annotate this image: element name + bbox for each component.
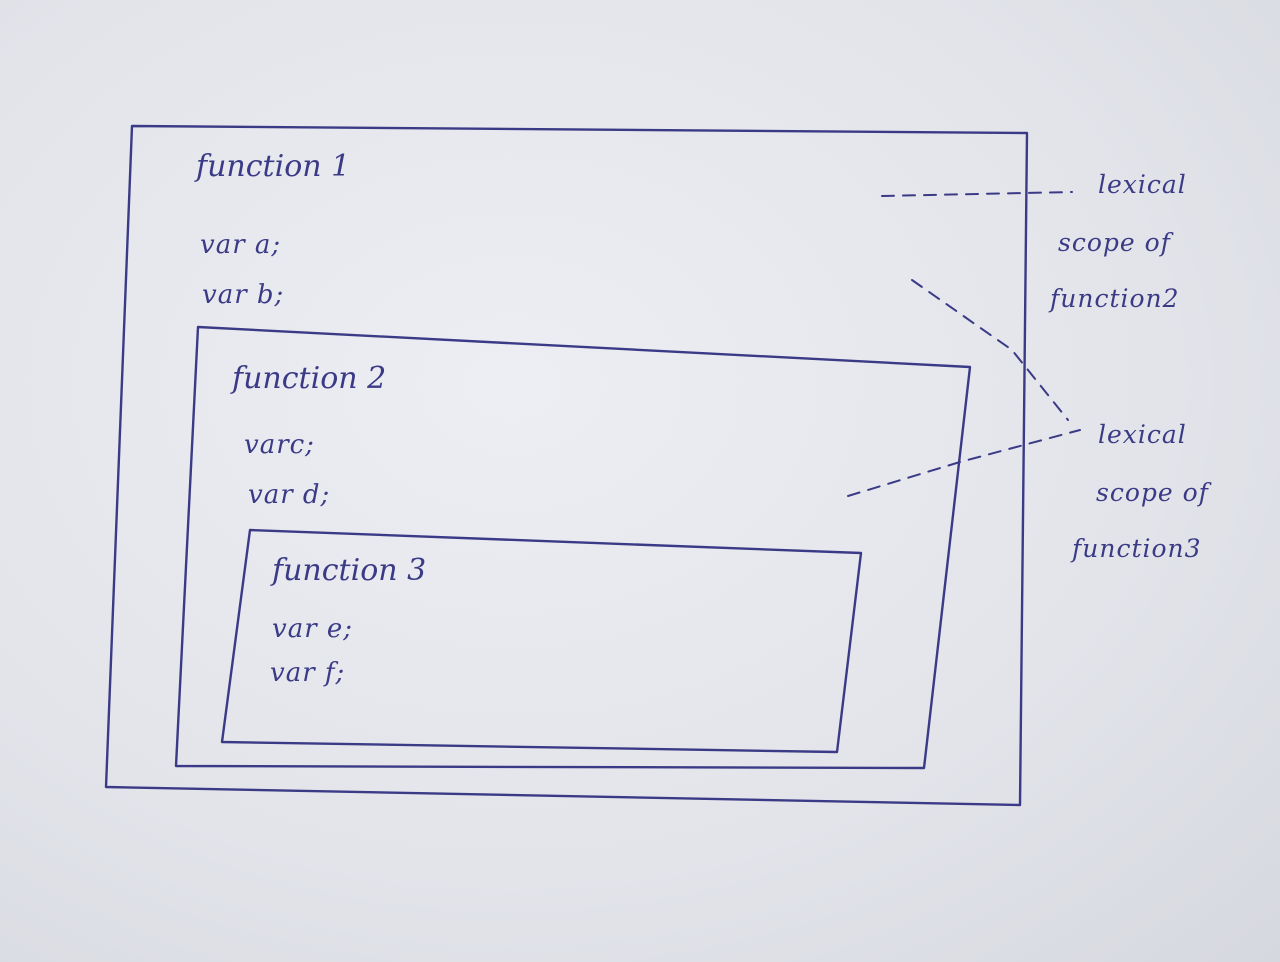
function1-box: [104, 124, 1029, 807]
scope-function2-line2: scope of: [1058, 228, 1171, 257]
function2-var-d: var d;: [248, 480, 331, 510]
scope-function2-leader: [881, 191, 1073, 197]
function2-title: function 2: [232, 361, 387, 396]
function3-var-f: var f;: [270, 658, 346, 688]
function2-box: [174, 325, 972, 770]
function1-var-a: var a;: [200, 230, 282, 260]
scope-function3-line3: function3: [1072, 534, 1202, 563]
function3-box: [220, 528, 863, 754]
function3-title: function 3: [272, 553, 427, 588]
function3-var-e: var e;: [272, 614, 354, 644]
function1-title: function 1: [196, 149, 351, 184]
scope-function3-leader: [847, 429, 1081, 497]
scope-function2-line1: lexical: [1098, 170, 1187, 199]
scope-function3-line1: lexical: [1098, 420, 1187, 449]
function2-var-c: varc;: [244, 430, 315, 460]
scope-function2-line3: function2: [1050, 284, 1180, 313]
scope-function2-diagonal: [911, 279, 1069, 421]
scope-function3-line2: scope of: [1096, 478, 1209, 507]
function1-var-b: var b;: [202, 280, 285, 310]
